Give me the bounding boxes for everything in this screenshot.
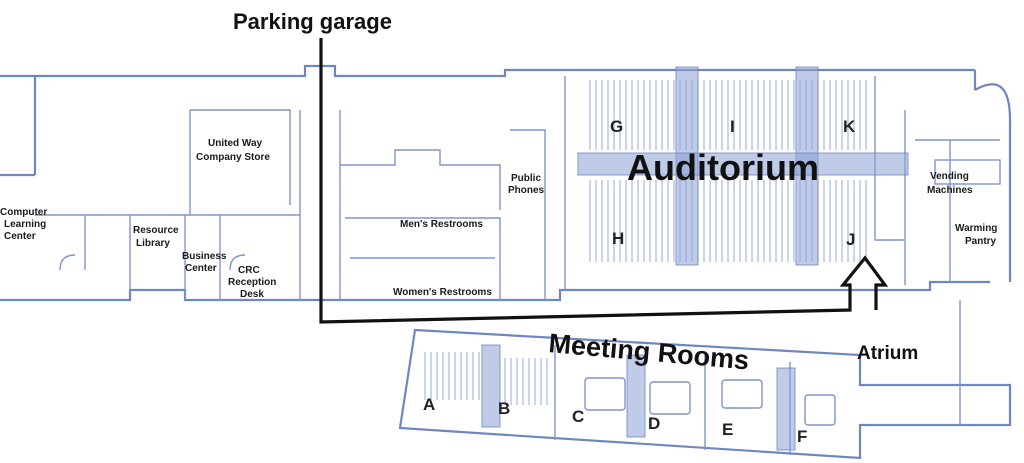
meeting-room-a-label: A [423,395,435,414]
united-way-store-label: United Way Company Store [196,138,270,163]
svg-text:Center: Center [185,263,217,274]
womens-restrooms-label: Women's Restrooms [393,287,492,298]
svg-text:Pantry: Pantry [965,236,997,247]
atrium-label: Atrium [857,343,918,364]
svg-text:Public: Public [511,173,541,184]
section-g-label: G [610,117,623,136]
svg-text:Computer: Computer [0,207,47,218]
svg-text:Warming: Warming [955,223,997,234]
svg-text:Desk: Desk [240,289,264,300]
svg-text:Machines: Machines [927,185,973,196]
vending-machines-label: Vending Machines [927,171,973,196]
business-center-label: Business Center [182,251,227,274]
meeting-room-c-label: C [572,407,584,426]
section-i-label: I [730,117,735,136]
auditorium-label: Auditorium [627,147,819,188]
meeting-room-b-label: B [498,399,510,418]
svg-text:Business: Business [182,251,227,262]
meeting-rooms-label: Meeting Rooms [547,328,750,375]
auditorium-seating [589,80,867,262]
svg-text:Learning: Learning [4,219,46,230]
meeting-room-dividers [481,344,796,451]
svg-text:Company Store: Company Store [196,152,270,163]
meeting-room-d-label: D [648,414,660,433]
auditorium-aisles [577,66,909,266]
svg-text:Reception: Reception [228,277,276,288]
section-j-label: J [846,230,855,249]
svg-text:Center: Center [4,231,36,242]
building-walls [0,64,1012,460]
parking-garage-label: Parking garage [233,9,392,34]
svg-text:Library: Library [136,238,170,249]
section-k-label: K [843,117,856,136]
svg-text:Phones: Phones [508,185,545,196]
svg-text:CRC: CRC [238,265,260,276]
svg-text:Vending: Vending [930,171,969,182]
resource-library-label: Resource Library [133,225,179,249]
section-h-label: H [612,229,624,248]
route-from-parking-garage [319,38,889,324]
meeting-room-tables [584,377,836,426]
crc-reception-desk-label: CRC Reception Desk [228,265,276,300]
computer-learning-center-label: Computer Learning Center [0,207,47,242]
svg-text:Resource: Resource [133,225,179,236]
warming-pantry-label: Warming Pantry [955,223,997,247]
svg-text:United Way: United Way [208,138,263,149]
meeting-room-f-label: F [797,427,807,446]
public-phones-label: Public Phones [508,173,545,196]
meeting-room-e-label: E [722,420,733,439]
mens-restrooms-label: Men's Restrooms [400,219,483,230]
meeting-room-seating [424,352,548,405]
